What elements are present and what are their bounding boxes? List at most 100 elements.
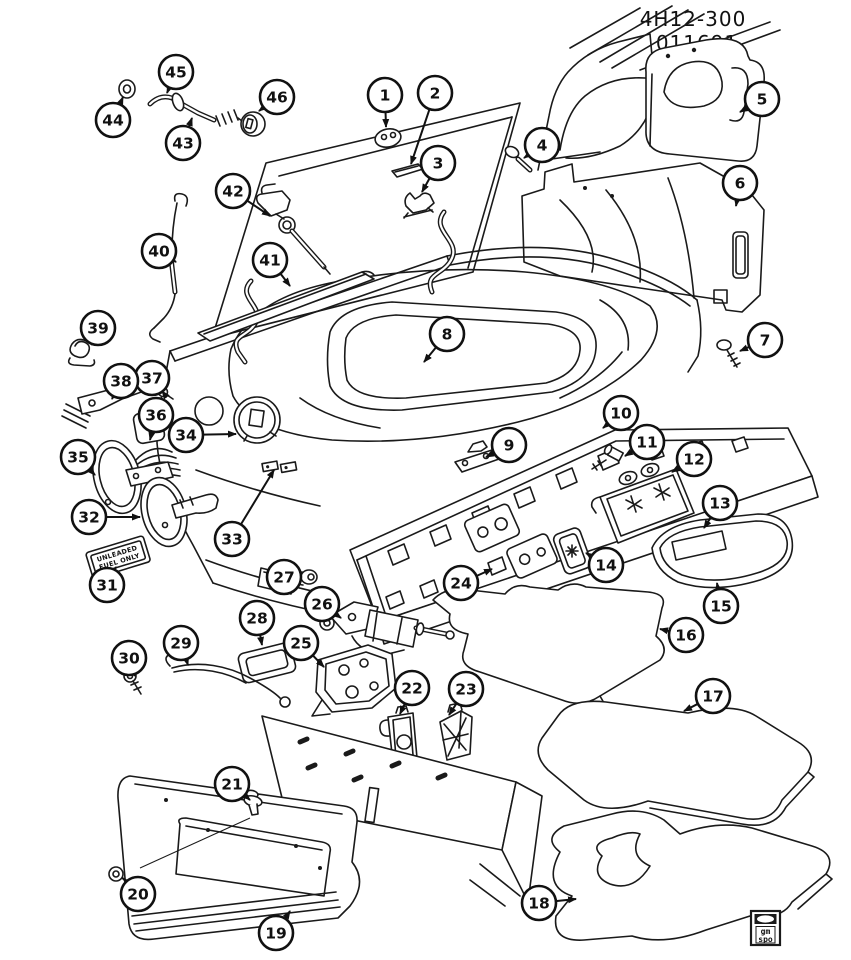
callout-43-bubble <box>164 124 202 162</box>
trim-screw <box>716 339 741 368</box>
callout-8: 8 <box>423 315 466 363</box>
callout-35-bubble <box>59 438 97 476</box>
callout-5: 5 <box>739 80 781 118</box>
lock-actuator <box>319 601 455 656</box>
callout-19-leader <box>282 910 291 920</box>
callout-25-bubble <box>282 624 320 662</box>
callout-41-number: 41 <box>259 252 281 270</box>
callout-45: 45 <box>157 53 195 94</box>
gm-spo-logo: gm spo <box>749 909 782 947</box>
callout-16-bubble <box>667 616 705 654</box>
callout-45-bubble <box>157 53 195 91</box>
trunk-lid <box>211 102 533 339</box>
callout-36-leader <box>148 431 156 441</box>
callout-42-bubble <box>214 172 252 210</box>
lamp-bolt <box>591 444 625 471</box>
logo-line-2: spo <box>758 935 773 944</box>
callout-16: 16 <box>659 616 705 654</box>
callout-2: 2 <box>410 74 454 165</box>
callout-32: 32 <box>70 498 141 536</box>
callout-19-bubble <box>257 914 295 952</box>
callout-16-number: 16 <box>675 627 697 645</box>
callout-13-bubble <box>701 484 739 522</box>
callout-27-number: 27 <box>273 569 295 587</box>
callout-10-number: 10 <box>610 405 632 423</box>
callout-8-bubble <box>428 315 466 353</box>
lamp-bezel <box>552 527 592 575</box>
callout-5-bubble <box>743 80 781 118</box>
callout-44: 44 <box>94 96 132 139</box>
callout-13: 13 <box>701 484 739 529</box>
callout-24: 24 <box>442 564 493 602</box>
callout-7: 7 <box>739 321 784 359</box>
callout-38-number: 38 <box>110 373 132 391</box>
callout-28: 28 <box>238 599 276 646</box>
callout-43: 43 <box>164 117 202 162</box>
callout-23-bubble <box>447 670 485 708</box>
callout-20-number: 20 <box>127 886 149 904</box>
tail-lamp-assembly <box>590 462 695 544</box>
lock-housing <box>311 644 397 717</box>
callout-24-leader <box>476 568 493 577</box>
trunk-mat-middle <box>537 700 815 826</box>
callout-17-leader <box>683 702 699 712</box>
callout-28-number: 28 <box>246 610 268 628</box>
quarter-trim-panel <box>521 162 765 313</box>
callout-18-leader <box>555 896 577 904</box>
callout-42-leader <box>246 199 271 217</box>
callout-17-number: 17 <box>702 688 724 706</box>
callout-38: 38 <box>102 362 140 400</box>
callout-6: 6 <box>721 164 759 207</box>
callout-10: 10 <box>602 394 640 432</box>
callout-33-leader <box>239 469 275 525</box>
callout-3-bubble <box>419 144 457 182</box>
callout-42-number: 42 <box>222 183 244 201</box>
callout-39-number: 39 <box>87 320 109 338</box>
callout-23: 23 <box>447 670 485 716</box>
callout-39: 39 <box>79 309 117 347</box>
callout-9-bubble <box>490 426 528 464</box>
callout-15: 15 <box>702 582 740 625</box>
callout-33-number: 33 <box>221 531 243 549</box>
callout-41-leader <box>279 272 291 287</box>
lamp-pocket-spacer <box>506 533 558 579</box>
callout-25: 25 <box>282 624 325 668</box>
callout-32-bubble <box>70 498 108 536</box>
callout-23-number: 23 <box>455 681 477 699</box>
callout-26: 26 <box>303 585 342 623</box>
license-lamp-pocket <box>463 503 521 553</box>
rear-body-trunk <box>155 246 702 624</box>
callout-22-number: 22 <box>401 680 423 698</box>
callout-28-leader <box>257 634 264 646</box>
callout-42: 42 <box>214 172 271 217</box>
package-tray-trim-panel <box>645 37 766 163</box>
callout-1-bubble <box>366 76 404 114</box>
callout-36-number: 36 <box>145 407 167 425</box>
callout-43-number: 43 <box>172 135 194 153</box>
callout-46: 46 <box>258 78 296 116</box>
clip <box>404 192 435 214</box>
callout-2-bubble <box>416 74 454 112</box>
callout-3: 3 <box>419 144 457 193</box>
logo-line-1: gm <box>761 927 771 936</box>
callout-21-bubble <box>213 765 251 803</box>
retainer-clips <box>261 460 298 474</box>
callout-5-leader <box>739 104 749 113</box>
callout-15-bubble <box>702 587 740 625</box>
callout-13-number: 13 <box>709 495 731 513</box>
callout-36-bubble <box>137 396 175 434</box>
callout-29-number: 29 <box>170 635 192 653</box>
callout-6-bubble <box>721 164 759 202</box>
callout-34-leader <box>202 430 237 438</box>
callout-25-number: 25 <box>290 635 312 653</box>
callout-21-number: 21 <box>221 776 243 794</box>
callout-24-bubble <box>442 564 480 602</box>
callout-3-leader <box>421 177 431 193</box>
lid-screw <box>504 145 520 159</box>
callout-39-bubble <box>79 309 117 347</box>
callout-20-bubble <box>119 875 157 913</box>
callout-15-number: 15 <box>710 598 732 616</box>
callout-44-number: 44 <box>102 112 124 130</box>
